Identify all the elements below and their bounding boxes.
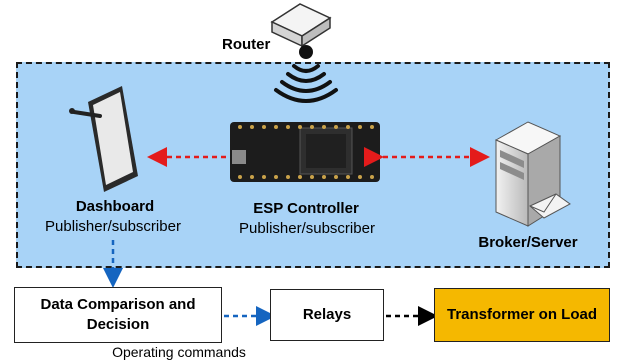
esp-board-icon: [230, 122, 380, 182]
server-icon: [494, 121, 571, 227]
router-label: Router: [222, 36, 271, 53]
broker-label: Broker/Server: [478, 234, 578, 251]
operating-commands-label: Operating commands: [112, 344, 246, 360]
relays-label: Relays: [302, 306, 352, 323]
decision-box: Data Comparison and Decision: [14, 287, 222, 343]
dashboard-subtitle: Publisher/subscriber: [45, 218, 181, 235]
relays-box: Relays: [270, 289, 384, 341]
dashboard-title: Dashboard: [75, 198, 155, 215]
esp-subtitle: Publisher/subscriber: [239, 220, 375, 237]
decision-label: Data Comparison and Decision: [40, 296, 196, 333]
router-icon: [270, 3, 332, 59]
transformer-box: Transformer on Load: [434, 288, 610, 342]
wifi-signal-icon: [274, 64, 338, 103]
tablet-icon: [69, 86, 138, 192]
transformer-label: Transformer on Load: [446, 306, 598, 323]
esp-title: ESP Controller: [253, 200, 359, 217]
